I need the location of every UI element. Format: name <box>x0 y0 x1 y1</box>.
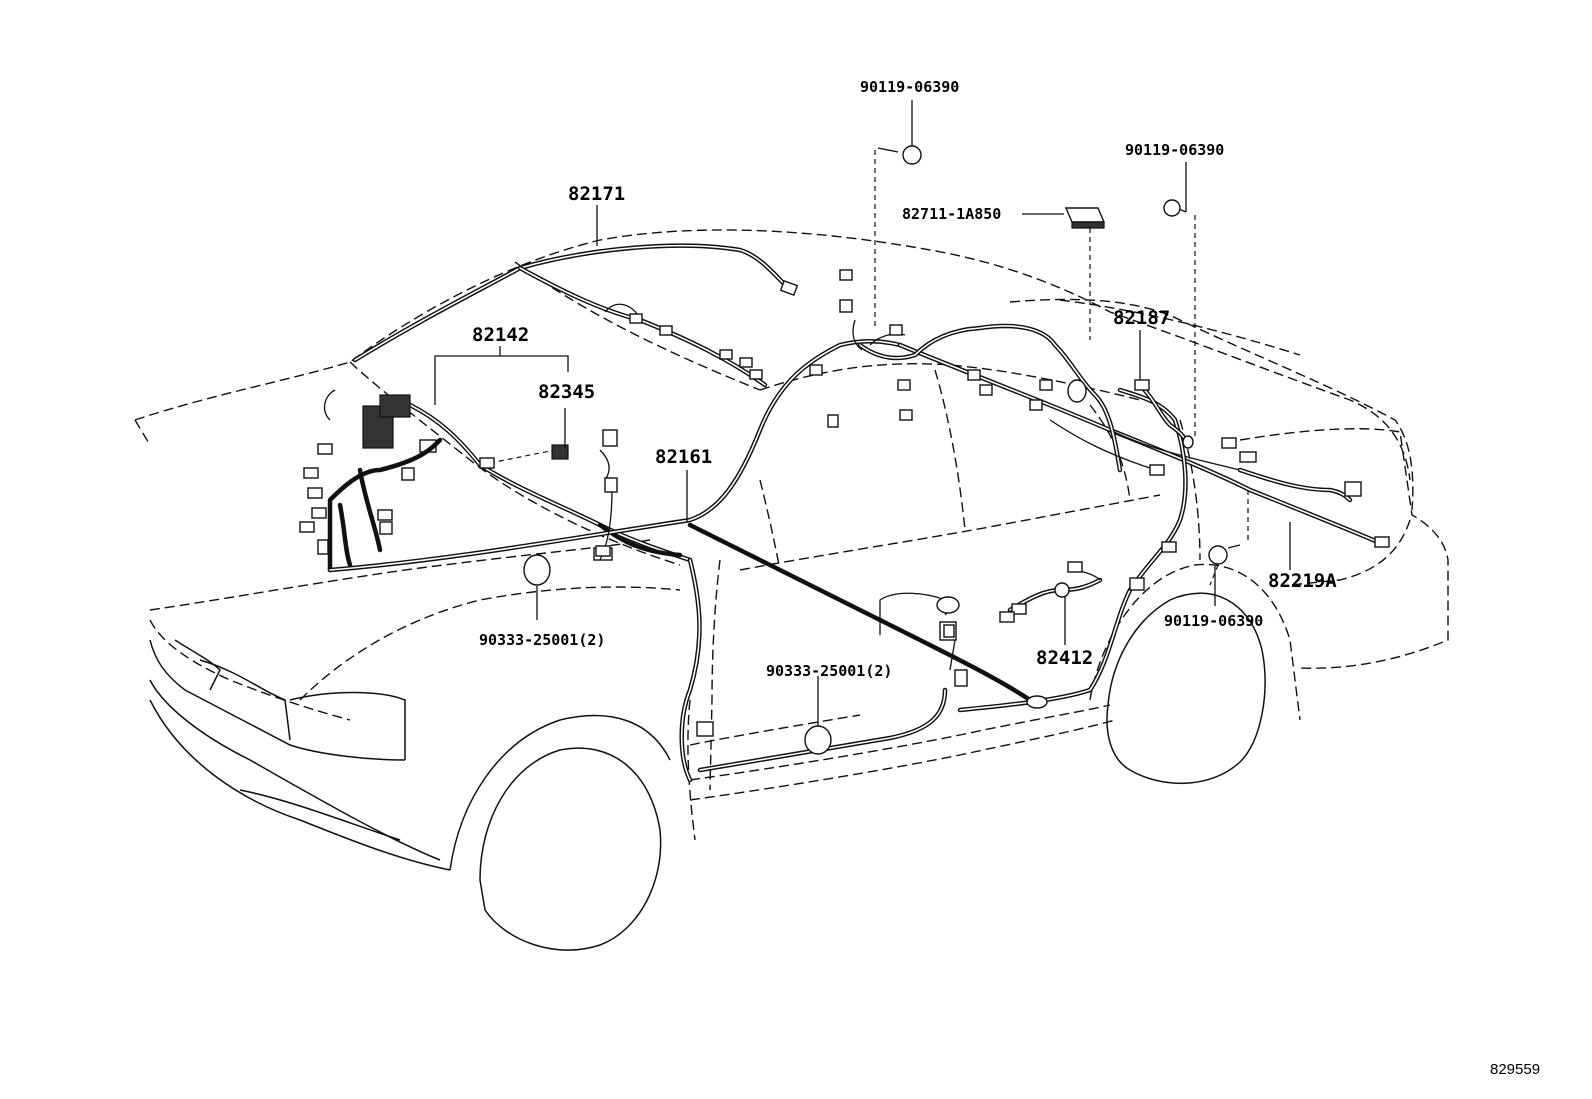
harness-rear-shelf <box>809 269 1165 476</box>
callout-82187: 82187 <box>1113 307 1170 329</box>
harness-82161 <box>299 339 903 573</box>
diagram-id: 829559 <box>1490 1061 1540 1078</box>
callout-90333-25001-rear: 90333-25001(2) <box>766 662 892 680</box>
callout-82142: 82142 <box>472 324 529 346</box>
callout-82219A: 82219A <box>1268 570 1337 592</box>
bolt-b <box>1163 199 1196 440</box>
callout-labels: 82171 82142 82345 82161 90119-06390 9011… <box>472 78 1540 1078</box>
harness-roof-inner <box>517 265 768 388</box>
callout-90333-25001-front: 90333-25001(2) <box>479 631 605 649</box>
harness-interior-misc <box>879 592 960 638</box>
harness-82412 <box>999 561 1103 623</box>
grommet-rear <box>804 725 832 755</box>
car-body-outline <box>134 229 1449 951</box>
harness-82187 <box>1134 379 1362 503</box>
grommet-front <box>523 554 551 586</box>
harness-82219A <box>687 342 1390 703</box>
callout-90119-06390-right: 90119-06390 <box>1125 141 1224 159</box>
callout-82161: 82161 <box>655 446 712 468</box>
harness-82345-clip <box>479 444 569 469</box>
bolt-a <box>874 145 922 330</box>
relay-82711 <box>1064 207 1106 340</box>
harness-82171 <box>352 243 799 363</box>
harness-rear-door <box>957 387 1188 713</box>
callout-90119-06390-top: 90119-06390 <box>860 78 959 96</box>
leader-lines <box>434 100 1291 726</box>
callout-82412: 82412 <box>1036 647 1093 669</box>
callout-82345: 82345 <box>538 381 595 403</box>
callout-82171: 82171 <box>568 183 625 205</box>
bolt-c <box>1208 490 1249 586</box>
callout-90119-06390-bottom: 90119-06390 <box>1164 612 1263 630</box>
callout-82711-1A850: 82711-1A850 <box>902 205 1001 223</box>
grommets <box>523 554 832 755</box>
